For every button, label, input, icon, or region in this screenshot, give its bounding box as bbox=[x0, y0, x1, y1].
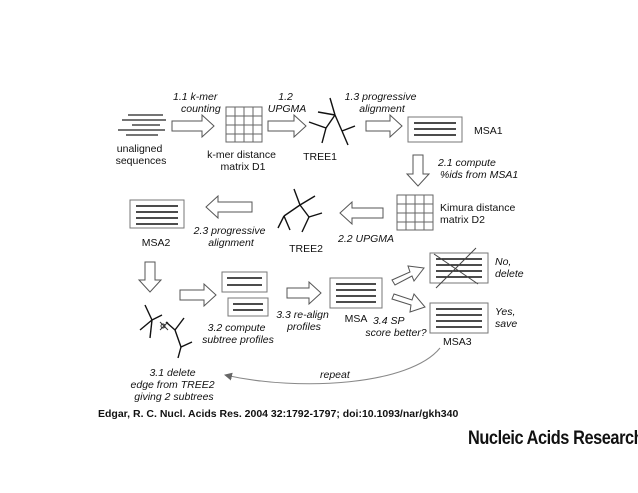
cut-tree-icon bbox=[139, 304, 193, 359]
subtree-profile-bottom-box bbox=[227, 297, 269, 317]
step-2-2-label: 2.2 UPGMA bbox=[337, 233, 394, 245]
unaligned-sequences-lines bbox=[118, 114, 166, 136]
msa3-label: MSA3 bbox=[443, 336, 472, 348]
kmer-matrix-grid bbox=[225, 106, 263, 143]
step-1-2-label: 1.2 UPGMA bbox=[268, 91, 307, 115]
step-1-3-label: 1.3 progressive alignment bbox=[345, 91, 420, 115]
citation: Edgar, R. C. Nucl. Acids Res. 2004 32:17… bbox=[98, 408, 459, 420]
msa2-label: MSA2 bbox=[142, 237, 171, 249]
arrow-2-2 bbox=[339, 200, 384, 226]
kimura-matrix-grid bbox=[396, 194, 434, 231]
repeat-arrow bbox=[224, 347, 441, 385]
kimura-label: Kimura distance matrix D2 bbox=[440, 202, 518, 226]
scissors-icon bbox=[159, 321, 169, 331]
msa1-label: MSA1 bbox=[474, 125, 503, 137]
msa-no-box bbox=[429, 247, 489, 289]
step-1-1-label: 1.1 k-mer counting bbox=[173, 91, 221, 115]
step-2-3-label: 2.3 progressive alignment bbox=[193, 225, 269, 249]
unaligned-label: unaligned sequences bbox=[116, 143, 167, 167]
kmer-matrix-label: k-mer distance matrix D1 bbox=[207, 149, 279, 173]
step-3-4-label: 3.4 SP score better? bbox=[365, 315, 426, 339]
tree1-label: TREE1 bbox=[303, 151, 337, 163]
msa3-box bbox=[429, 302, 489, 334]
journal-logo: Nucleic Acids Research bbox=[468, 428, 638, 449]
arrow-to-yes bbox=[391, 292, 426, 313]
no-delete-label: No, delete bbox=[495, 256, 524, 280]
step-3-3-label: 3.3 re-align profiles bbox=[276, 309, 331, 333]
arrow-2-3 bbox=[205, 194, 253, 220]
step-3-1-label: 3.1 delete edge from TREE2 giving 2 subt… bbox=[131, 367, 218, 403]
cross-out-mark bbox=[433, 247, 479, 289]
repeat-label: repeat bbox=[320, 369, 351, 381]
msa-box bbox=[329, 277, 383, 309]
msa-label: MSA bbox=[345, 313, 368, 325]
subtree-profile-top-box bbox=[221, 271, 268, 293]
arrow-to-no bbox=[391, 265, 425, 286]
arrow-1-2 bbox=[267, 113, 307, 139]
arrow-3-3 bbox=[286, 280, 322, 306]
tree2-icon bbox=[277, 188, 323, 233]
yes-save-label: Yes, save bbox=[495, 306, 518, 330]
arrow-1-1 bbox=[171, 113, 215, 139]
tree2-label: TREE2 bbox=[289, 243, 323, 255]
msa2-box bbox=[129, 199, 185, 229]
step-2-1-label: 2.1 compute %ids from MSA1 bbox=[437, 157, 518, 181]
arrow-3-2 bbox=[179, 282, 217, 308]
arrow-1-3 bbox=[365, 113, 403, 139]
msa1-box bbox=[407, 116, 463, 143]
arrow-2-1 bbox=[405, 154, 431, 187]
arrow-msa2-down bbox=[137, 261, 163, 293]
tree1-icon bbox=[308, 97, 356, 146]
step-3-2-label: 3.2 compute subtree profiles bbox=[202, 322, 275, 346]
